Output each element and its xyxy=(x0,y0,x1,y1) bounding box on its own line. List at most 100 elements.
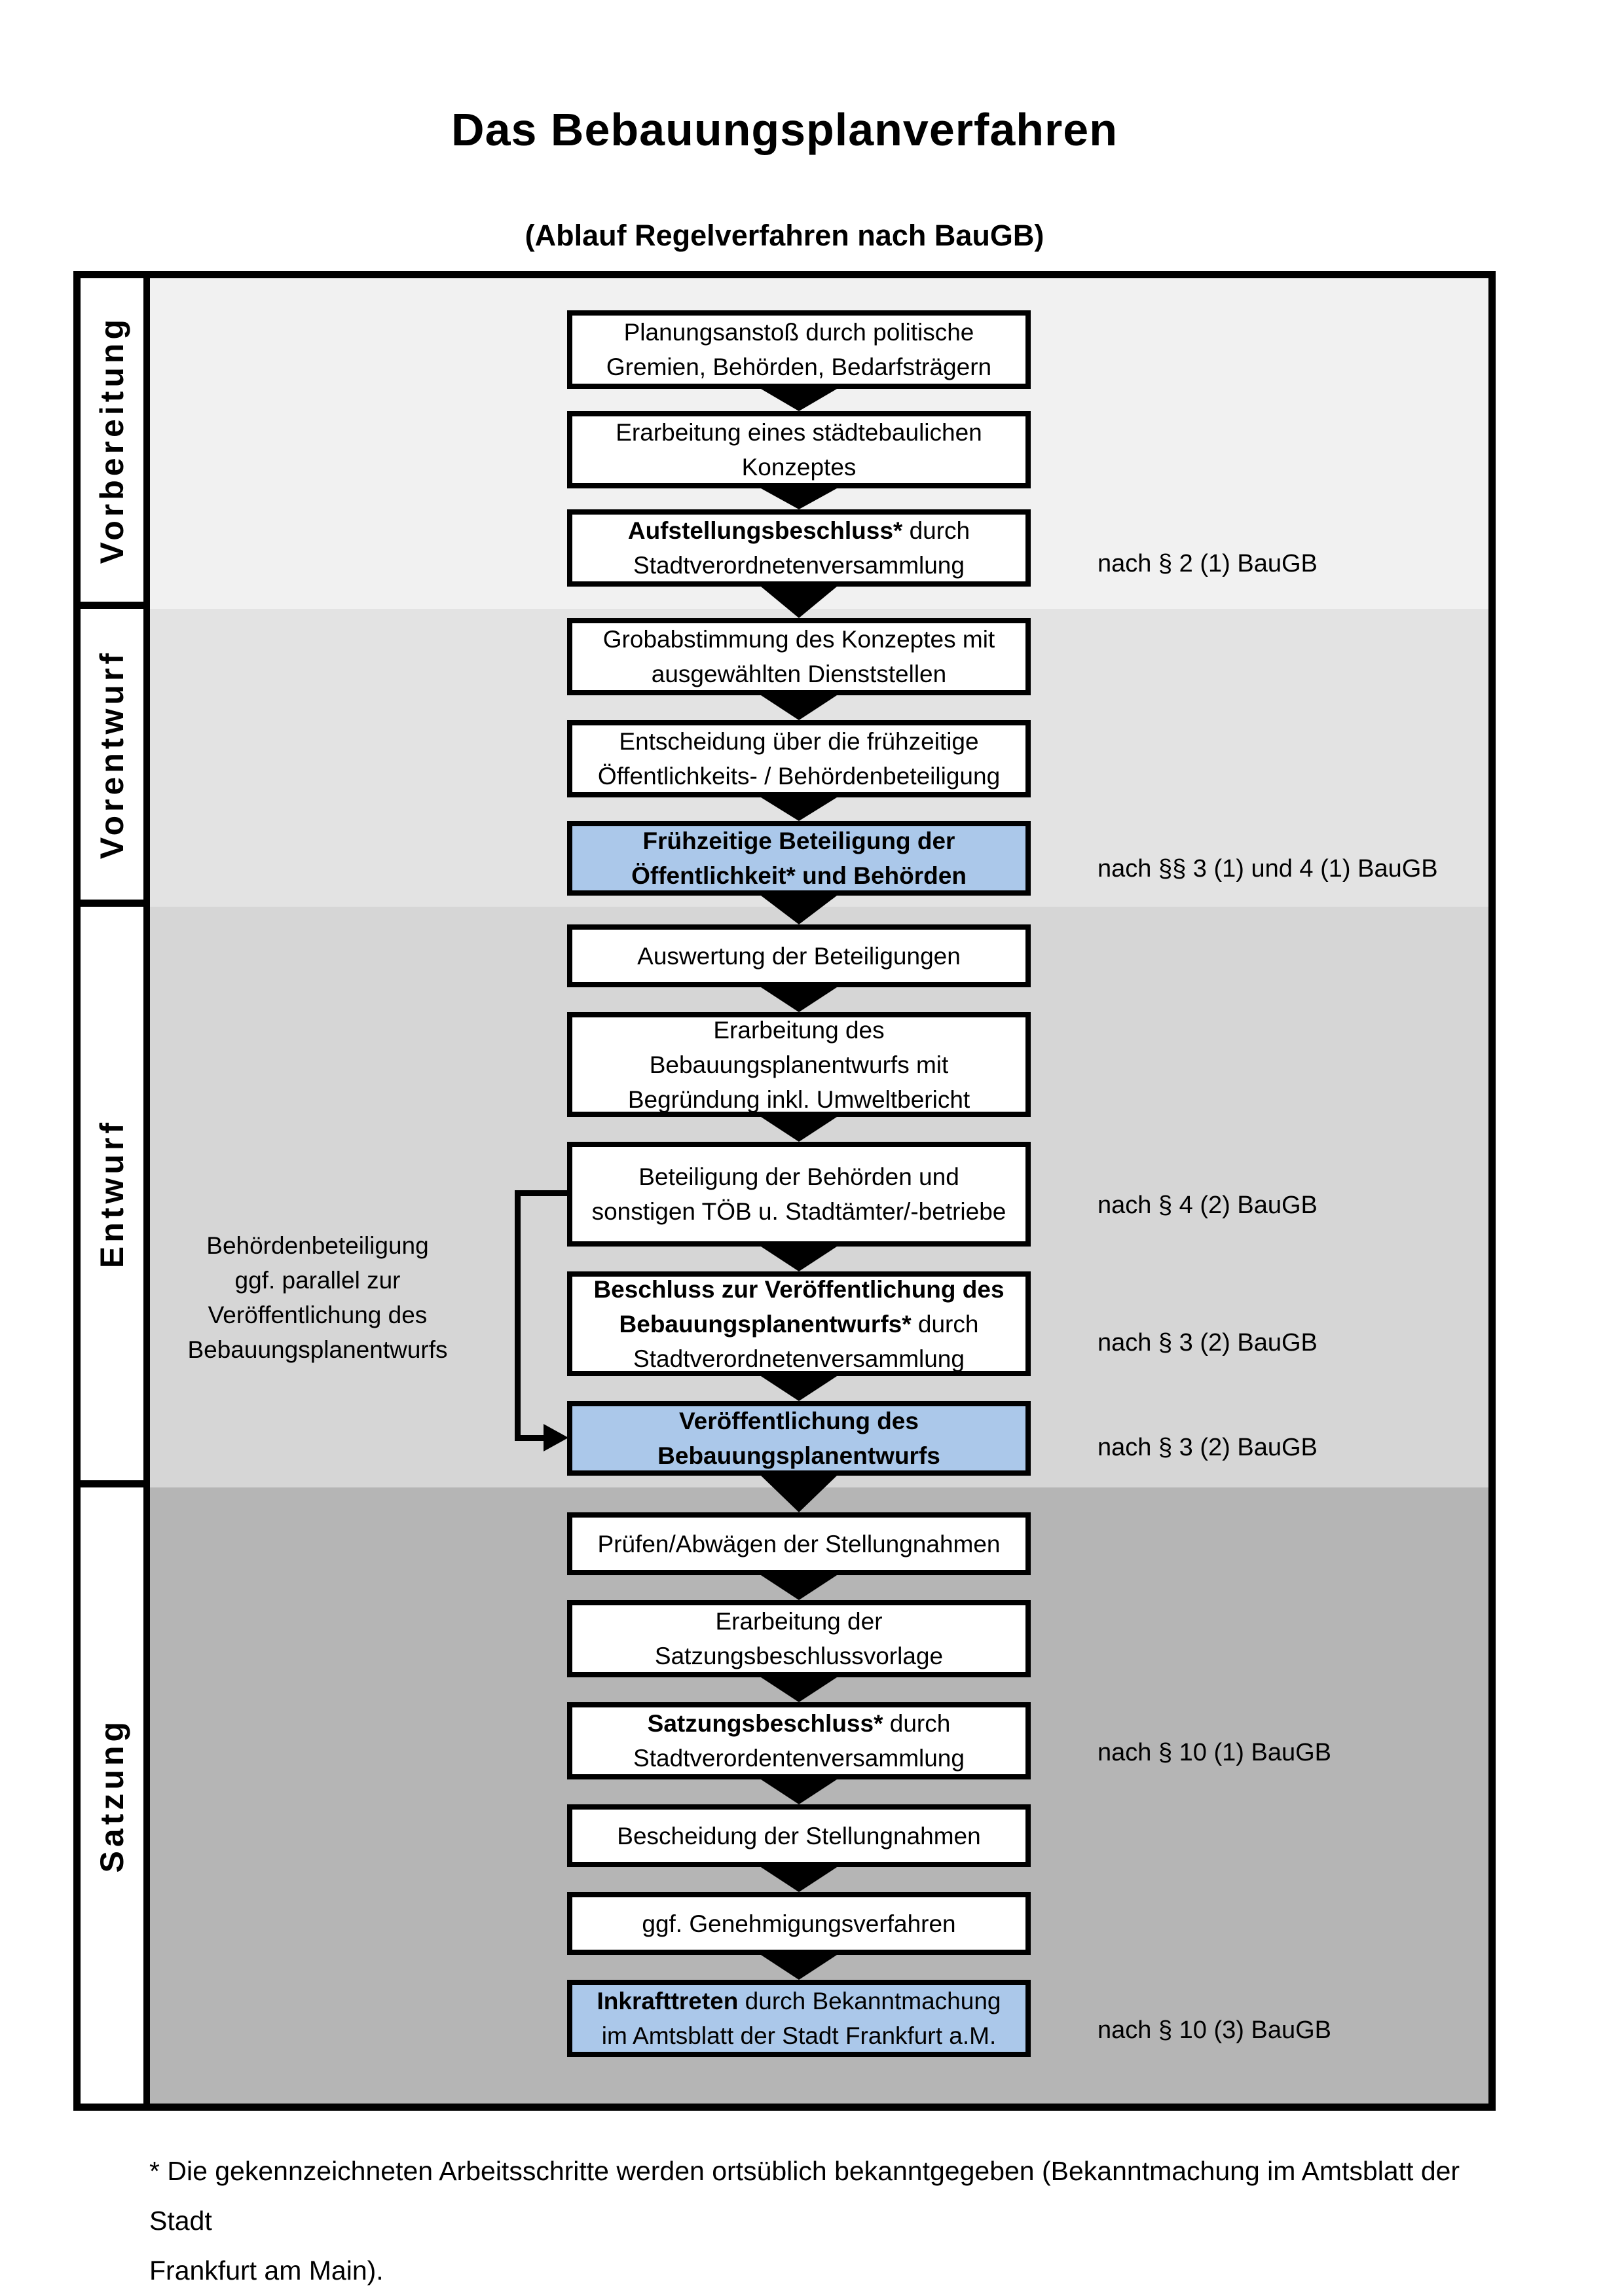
step-text: Erarbeitung des xyxy=(713,1016,885,1044)
step-text-bold: Inkrafttreten xyxy=(597,1988,739,2014)
step-line: Prüfen/Abwägen der Stellungnahmen xyxy=(597,1527,1000,1561)
step-line: Bebauungsplanentwurfs* durch xyxy=(619,1307,979,1341)
step-aufstellungsbeschluss: Aufstellungsbeschluss* durch Stadtverord… xyxy=(567,509,1031,587)
arrow-down-icon xyxy=(761,1476,837,1512)
step-line: sonstigen TÖB u. Stadtämter/-betriebe xyxy=(592,1194,1006,1229)
arrow-down-icon xyxy=(761,1867,837,1892)
arrow-down-icon xyxy=(761,797,837,821)
phase-label-cell: Vorentwurf xyxy=(81,609,150,907)
step-text-bold: Frühzeitige Beteiligung der xyxy=(642,828,955,854)
legal-reference: nach §§ 3 (1) und 4 (1) BauGB xyxy=(1098,855,1438,883)
arrow-right-icon xyxy=(544,1424,568,1451)
step-line: Bebauungsplanentwurfs xyxy=(657,1438,940,1473)
step-behoerdenbeteiligung: Beteiligung der Behörden und sonstigen T… xyxy=(567,1142,1031,1247)
step-text: Stadtverordnetenversammlung xyxy=(633,1345,965,1372)
step-text: Gremien, Behörden, Bedarfsträgern xyxy=(606,354,992,380)
step-line: Erarbeitung eines städtebaulichen xyxy=(616,415,982,450)
step-fruehzeitige-beteiligung: Frühzeitige Beteiligung der Öffentlichke… xyxy=(567,821,1031,896)
legal-reference: nach § 3 (2) BauGB xyxy=(1098,1434,1318,1461)
bracket-connector-line xyxy=(515,1190,521,1440)
step-text: Stadtverordentenversammlung xyxy=(633,1745,965,1772)
step-line: Satzungsbeschluss* durch xyxy=(648,1706,951,1741)
step-line: Aufstellungsbeschluss* durch xyxy=(628,513,970,548)
step-inkrafttreten: Inkrafttreten durch Bekanntmachung im Am… xyxy=(567,1980,1031,2057)
phase-label-entwurf: Entwurf xyxy=(94,1118,130,1269)
step-text-bold: Bebauungsplanentwurfs* xyxy=(619,1310,912,1338)
step-text-bold: Öffentlichkeit* und Behörden xyxy=(631,862,967,889)
step-line: Frühzeitige Beteiligung der xyxy=(643,824,955,858)
step-text: Satzungsbeschlussvorlage xyxy=(654,1643,944,1669)
step-line: Erarbeitung des xyxy=(713,1013,884,1048)
step-text: durch xyxy=(883,1710,951,1737)
legal-reference: nach § 10 (1) BauGB xyxy=(1098,1739,1331,1766)
phase-label-cell: Satzung xyxy=(81,1487,150,2104)
footnote-line: * Die gekennzeichneten Arbeitsschritte w… xyxy=(149,2156,1460,2236)
bracket-connector-line xyxy=(515,1190,567,1196)
step-line: Auswertung der Beteiligungen xyxy=(637,939,961,974)
arrow-down-icon xyxy=(761,1677,837,1702)
step-staedtebauliches-konzept: Erarbeitung eines städtebaulichen Konzep… xyxy=(567,411,1031,488)
arrow-down-icon xyxy=(761,896,837,924)
step-text: sonstigen TÖB u. Stadtämter/-betriebe xyxy=(591,1198,1006,1225)
page-subtitle: (Ablauf Regelverfahren nach BauGB) xyxy=(525,219,1044,252)
step-text: durch Bekanntmachung xyxy=(738,1988,1001,2014)
step-veroeffentlichung-entwurf: Veröffentlichung des Bebauungsplanentwur… xyxy=(567,1401,1031,1476)
step-line: Konzeptes xyxy=(742,450,857,484)
step-text: Öffentlichkeits- / Behördenbeteiligung xyxy=(597,763,1001,790)
step-text: durch xyxy=(902,517,970,544)
step-line: Inkrafttreten durch Bekanntmachung xyxy=(597,1984,1001,2018)
step-line: Beteiligung der Behörden und xyxy=(638,1159,959,1194)
step-line: im Amtsblatt der Stadt Frankfurt a.M. xyxy=(602,2018,996,2053)
step-line: Begründung inkl. Umweltbericht xyxy=(628,1082,970,1117)
step-text: Bescheidung der Stellungnahmen xyxy=(617,1822,981,1850)
step-text-bold: Aufstellungsbeschluss* xyxy=(627,517,903,544)
phase-label-vorentwurf: Vorentwurf xyxy=(94,649,130,860)
step-text: Entscheidung über die frühzeitige xyxy=(619,728,979,755)
step-text-bold: Bebauungsplanentwurfs xyxy=(657,1442,940,1469)
side-note-line: Behördenbeteiligung xyxy=(206,1232,429,1259)
footnote-line: Frankfurt am Main). xyxy=(149,2255,384,2286)
arrow-down-icon xyxy=(761,1117,837,1142)
step-grobabstimmung: Grobabstimmung des Konzeptes mit ausgewä… xyxy=(567,618,1031,695)
side-note-line: ggf. parallel zur xyxy=(234,1267,401,1294)
step-line: ausgewählten Dienststellen xyxy=(652,657,946,691)
step-text: Begründung inkl. Umweltbericht xyxy=(627,1085,970,1113)
step-line: Gremien, Behörden, Bedarfsträgern xyxy=(606,350,991,384)
step-text: Auswertung der Beteiligungen xyxy=(637,942,961,970)
step-text: Konzeptes xyxy=(741,454,857,481)
step-line: Stadtverordnetenversammlung xyxy=(633,548,965,583)
step-text: Grobabstimmung des Konzeptes mit xyxy=(602,626,995,653)
side-note-line: Veröffentlichung des xyxy=(208,1302,428,1328)
phase-label-cell: Entwurf xyxy=(81,907,150,1487)
step-line: Bescheidung der Stellungnahmen xyxy=(617,1819,980,1853)
footnote: * Die gekennzeichneten Arbeitsschritte w… xyxy=(149,2146,1524,2295)
step-text-bold: Beschluss zur Veröffentlichung des xyxy=(593,1275,1005,1303)
step-line: Entscheidung über die frühzeitige xyxy=(619,724,978,759)
step-line: Öffentlichkeit* und Behörden xyxy=(631,858,967,893)
arrow-down-icon xyxy=(761,695,837,720)
arrow-down-icon xyxy=(761,1247,837,1271)
step-text: ausgewählten Dienststellen xyxy=(651,661,947,687)
step-satzungsbeschluss: Satzungsbeschluss* durch Stadtverordente… xyxy=(567,1702,1031,1779)
step-line: Veröffentlichung des xyxy=(679,1404,919,1438)
step-text: Planungsanstoß durch politische xyxy=(623,319,974,346)
step-line: Grobabstimmung des Konzeptes mit xyxy=(603,622,995,657)
arrow-down-icon xyxy=(761,389,837,411)
step-text: im Amtsblatt der Stadt Frankfurt a.M. xyxy=(601,2022,997,2049)
arrow-down-icon xyxy=(761,488,837,509)
arrow-down-icon xyxy=(761,587,837,618)
step-line: Bebauungsplanentwurfs mit xyxy=(650,1048,949,1082)
step-line: Satzungsbeschlussvorlage xyxy=(655,1639,943,1673)
bracket-connector-line xyxy=(515,1435,547,1441)
phase-label-cell: Vorbereitung xyxy=(81,278,150,609)
step-auswertung: Auswertung der Beteiligungen xyxy=(567,924,1031,987)
side-note-behoerdenbeteiligung: Behördenbeteiligung ggf. parallel zur Ve… xyxy=(164,1228,471,1367)
step-pruefen-abwaegen: Prüfen/Abwägen der Stellungnahmen xyxy=(567,1512,1031,1575)
step-text: ggf. Genehmigungsverfahren xyxy=(642,1910,956,1937)
page-title: Das Bebauungsplanverfahren xyxy=(451,104,1118,155)
legal-reference: nach § 3 (2) BauGB xyxy=(1098,1329,1318,1357)
legal-reference: nach § 4 (2) BauGB xyxy=(1098,1192,1318,1219)
step-text-bold: Satzungsbeschluss* xyxy=(647,1710,883,1737)
step-planungsanstoss: Planungsanstoß durch politische Gremien,… xyxy=(567,310,1031,389)
arrow-down-icon xyxy=(761,987,837,1012)
